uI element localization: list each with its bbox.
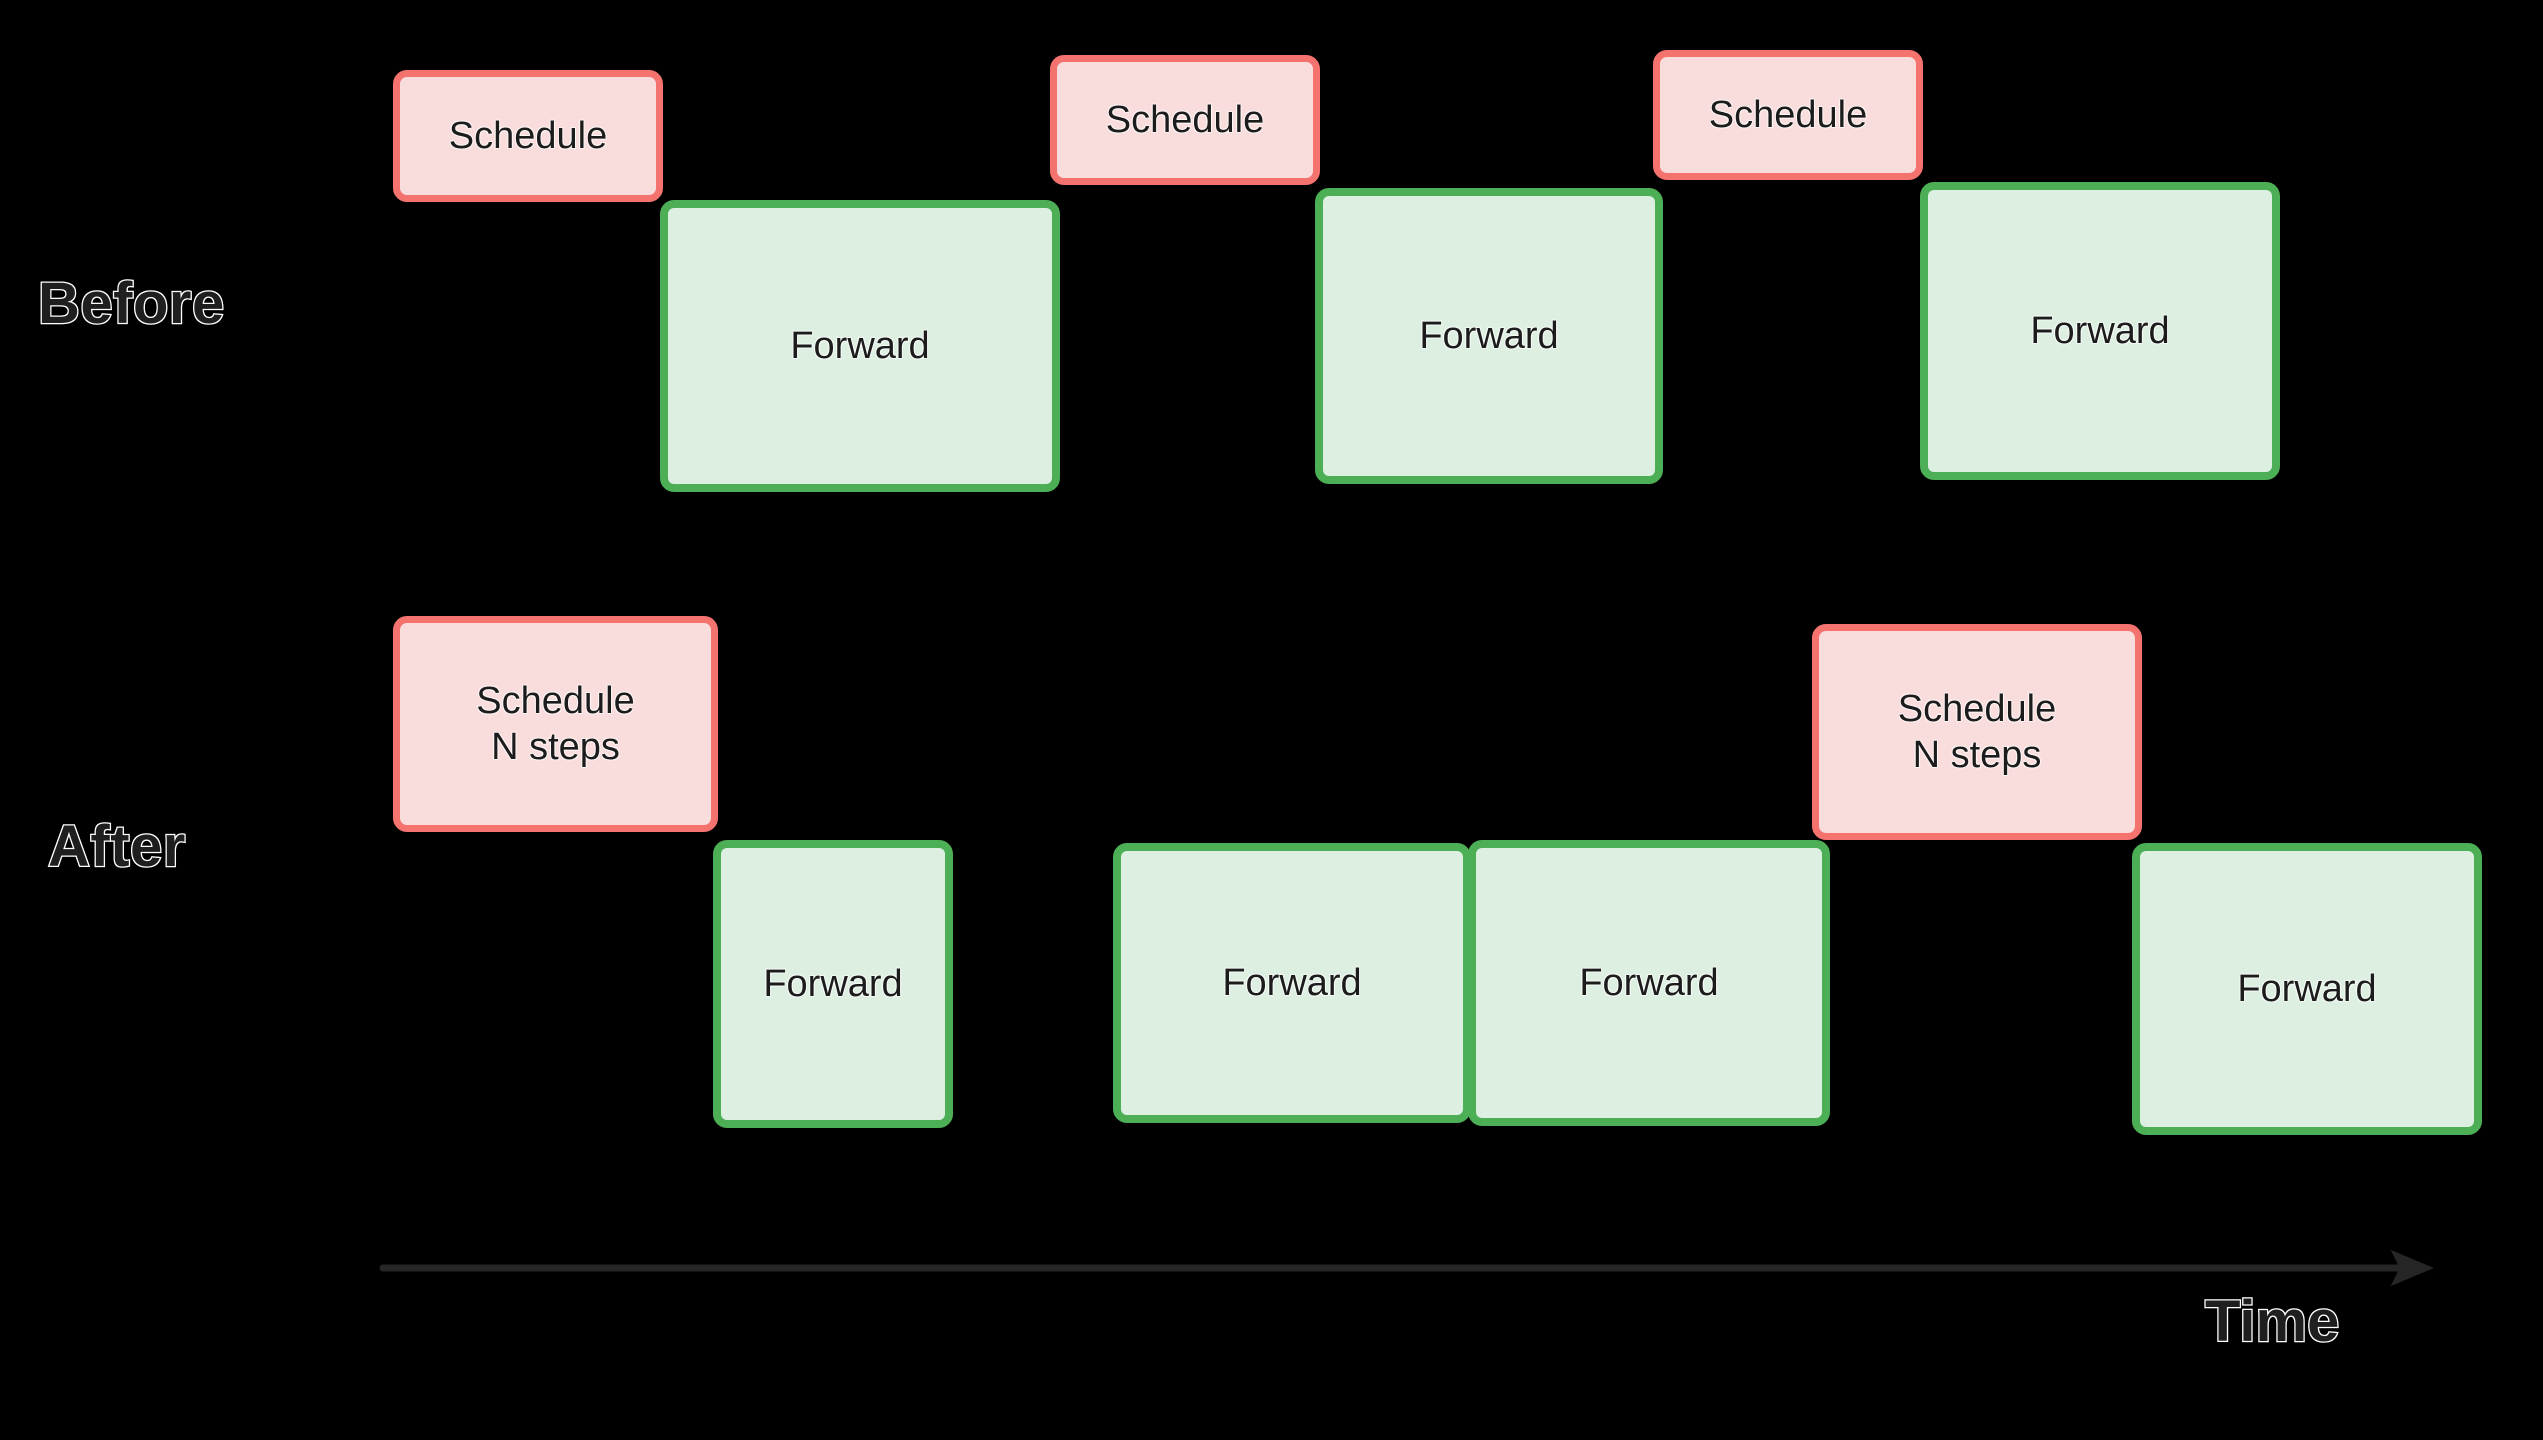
before-forward-label-2: Forward (1419, 314, 1559, 357)
before-schedule-label-2: Schedule (1105, 98, 1265, 141)
time-axis-label-text: Time (2204, 1289, 2341, 1354)
after-forward-box-4[interactable]: Forward (2132, 843, 2482, 1135)
after-forward-box-2[interactable]: Forward (1113, 843, 1471, 1123)
after-forward-label-4: Forward (2237, 967, 2377, 1010)
after-forward-box-3[interactable]: Forward (1468, 840, 1830, 1126)
row-label-before: Before (37, 273, 226, 334)
before-forward-box-3[interactable]: Forward (1920, 182, 2280, 480)
row-label-before-text: Before (37, 271, 226, 336)
after-schedule-box-2[interactable]: Schedule N steps (1812, 624, 2142, 840)
row-label-after-text: After (47, 814, 187, 879)
before-schedule-box-3[interactable]: Schedule (1653, 50, 1923, 180)
before-schedule-box-2[interactable]: Schedule (1050, 55, 1320, 185)
before-forward-label-1: Forward (790, 324, 930, 367)
before-schedule-label-3: Schedule (1708, 93, 1868, 136)
after-schedule-label-1: Schedule N steps (476, 679, 635, 768)
after-forward-label-3: Forward (1579, 961, 1719, 1004)
before-forward-box-2[interactable]: Forward (1315, 188, 1663, 484)
after-forward-box-1[interactable]: Forward (713, 840, 953, 1128)
after-schedule-box-1[interactable]: Schedule N steps (393, 616, 718, 832)
after-forward-label-2: Forward (1222, 961, 1362, 1004)
before-forward-label-3: Forward (2030, 309, 2170, 352)
after-forward-label-1: Forward (763, 962, 903, 1005)
row-label-after: After (47, 816, 187, 877)
after-schedule-label-2: Schedule N steps (1897, 687, 2057, 776)
before-forward-box-1[interactable]: Forward (660, 200, 1060, 492)
before-schedule-box-1[interactable]: Schedule (393, 70, 663, 202)
time-axis-label: Time (2204, 1291, 2341, 1352)
before-schedule-label-1: Schedule (448, 114, 608, 157)
